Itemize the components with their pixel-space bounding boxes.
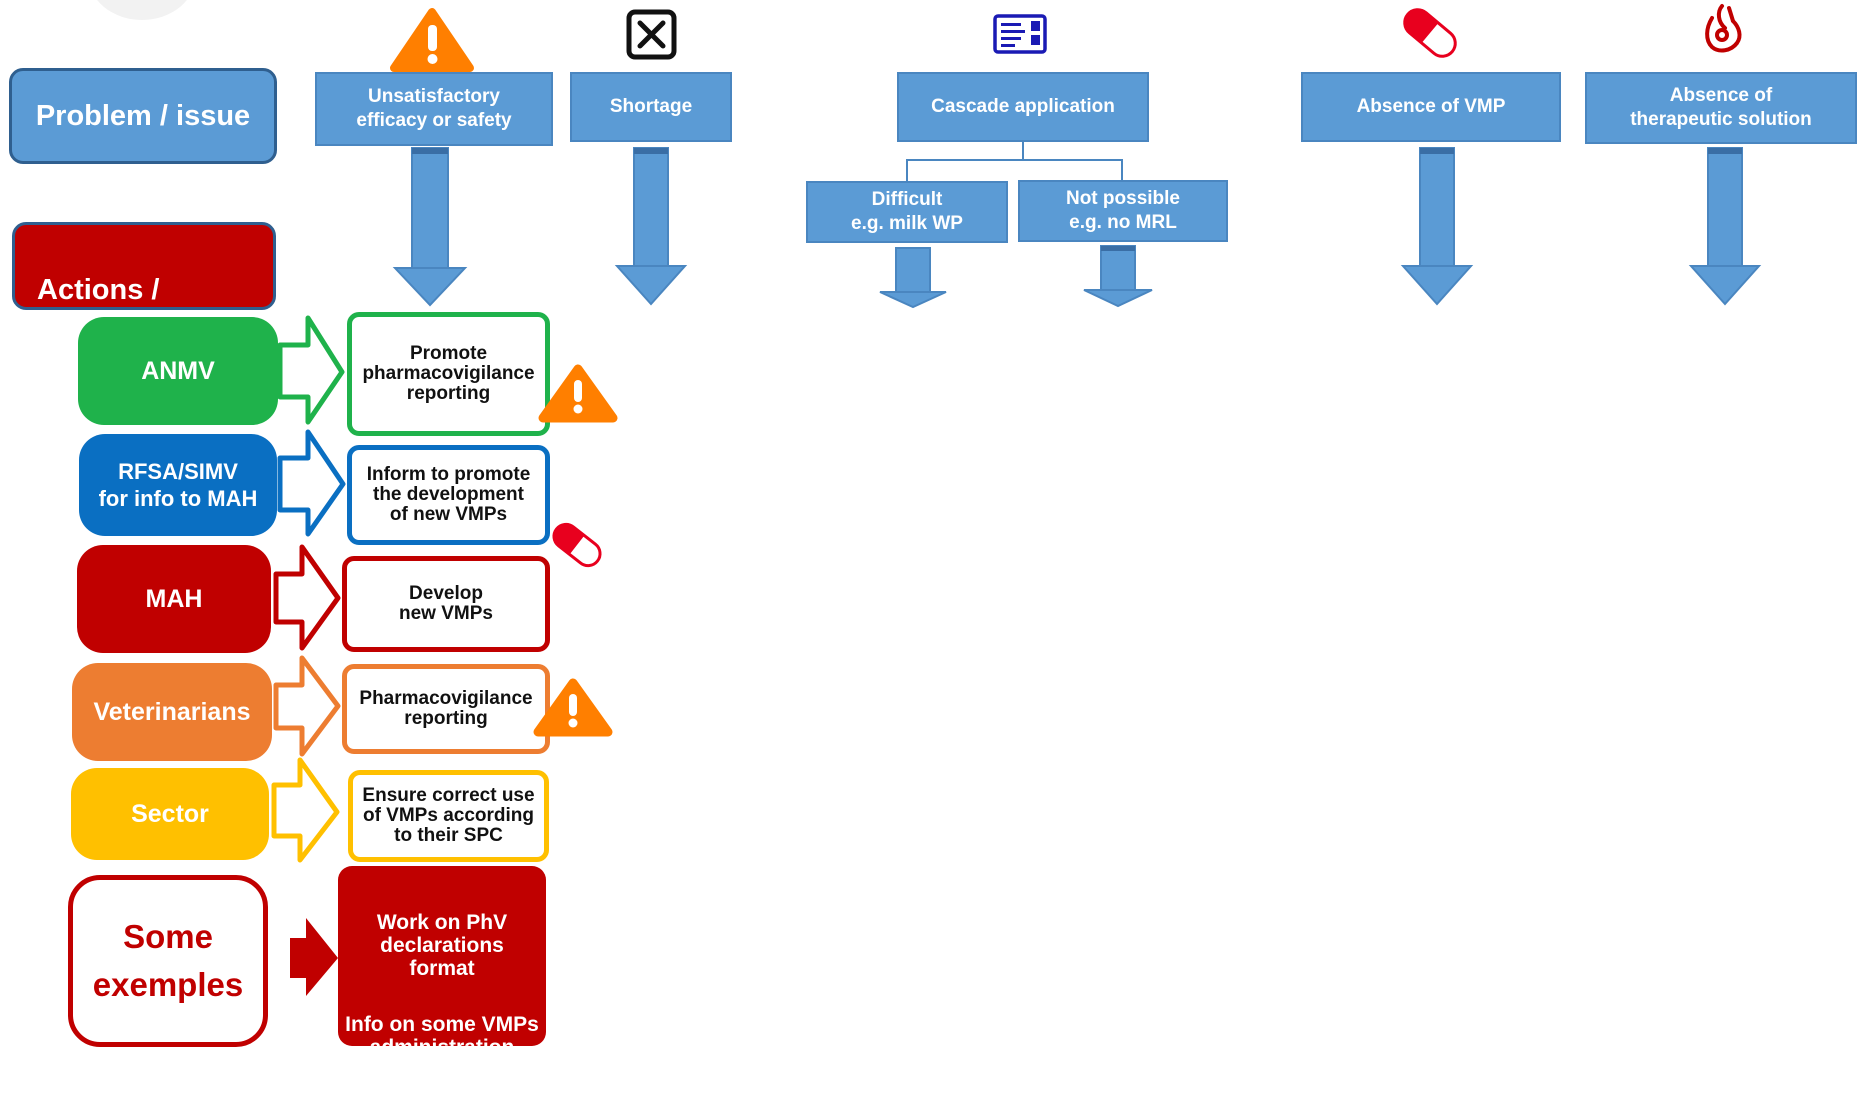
problem-box-absence-vmp: Absence of VMP: [1301, 72, 1561, 142]
problem-label-absence-vmp: Absence of VMP: [1356, 96, 1506, 117]
right-arrow-anmv: [277, 315, 345, 425]
problem-issue-label: Problem / issue: [35, 99, 251, 132]
problem-box-cascade: Cascade application: [897, 72, 1149, 142]
down-arrow-absence-vmp: [1400, 147, 1474, 306]
solution-promote-pv-text: Promote pharmacovigilance reporting: [362, 343, 535, 404]
solution-develop-vmps: Develop new VMPs: [342, 556, 550, 652]
problem-issue-legend: Problem / issue: [9, 68, 277, 164]
examples-label: Some exemples: [92, 918, 244, 1003]
actor-anmv-label: ANMV: [141, 356, 215, 385]
problem-box-shortage: Shortage: [570, 72, 732, 142]
cascade-branch-not-possible: Not possible e.g. no MRL: [1018, 180, 1228, 242]
solution-correct-use: Ensure correct use of VMPs according to …: [348, 770, 549, 862]
examples-label-box: Some exemples: [68, 875, 268, 1047]
problem-label-efficacy-safety: Unsatisfactory efficacy or safety: [356, 86, 512, 131]
example-item-phv-format: Work on PhV declarations format: [376, 911, 508, 980]
actor-rfsa-simv-label: RFSA/SIMV for info to MAH: [98, 459, 258, 511]
right-arrow-sector: [271, 757, 340, 863]
problem-box-efficacy-safety: Unsatisfactory efficacy or safety: [315, 72, 553, 146]
problem-label-absence-therapeutic: Absence of therapeutic solution: [1630, 85, 1812, 130]
solution-pv-reporting-text: Pharmacovigilance reporting: [359, 688, 533, 729]
actor-veterinarians: Veterinarians: [72, 663, 272, 761]
right-arrow-examples: [290, 918, 338, 996]
warning-icon: [533, 678, 613, 737]
close-box-icon: [626, 9, 677, 60]
problem-label-shortage: Shortage: [609, 96, 693, 117]
pill-icon: [1403, 8, 1457, 58]
solution-develop-vmps-text: Develop new VMPs: [399, 583, 493, 624]
problem-box-absence-therapeutic: Absence of therapeutic solution: [1585, 72, 1857, 144]
pill-icon: [552, 522, 602, 568]
cascade-branch-difficult: Difficult e.g. milk WP: [806, 181, 1008, 243]
right-arrow-mah: [273, 544, 341, 651]
cascade-branch-difficult-label: Difficult e.g. milk WP: [851, 189, 963, 234]
actor-mah-label: MAH: [145, 584, 203, 613]
actor-sector: Sector: [71, 768, 269, 860]
actor-veterinarians-label: Veterinarians: [93, 697, 251, 726]
cascade-branch-not-possible-label: Not possible e.g. no MRL: [1065, 188, 1180, 233]
hand-icon: [1705, 4, 1742, 53]
right-arrow-rfsa-simv: [277, 429, 346, 537]
leaflet-icon: [993, 14, 1047, 54]
problem-label-cascade: Cascade application: [931, 96, 1115, 117]
solution-pv-reporting: Pharmacovigilance reporting: [342, 664, 550, 754]
solution-inform-vmps-text: Inform to promote the development of new…: [366, 464, 531, 525]
actor-sector-label: Sector: [131, 799, 209, 828]
warning-icon: [390, 8, 474, 72]
down-arrow-absence-therapeutic: [1688, 147, 1762, 306]
solution-inform-vmps: Inform to promote the development of new…: [347, 445, 550, 545]
right-arrow-veterinarians: [273, 655, 341, 757]
down-arrow-shortage: [614, 147, 688, 306]
diagram-graphics: [271, 4, 1762, 996]
down-arrow-efficacy: [392, 147, 468, 307]
warning-icon: [538, 364, 618, 423]
down-arrow-not-possible: [1083, 245, 1153, 308]
solution-correct-use-text: Ensure correct use of VMPs according to …: [362, 785, 535, 846]
actor-anmv: ANMV: [78, 317, 278, 425]
solution-promote-pv: Promote pharmacovigilance reporting: [347, 312, 550, 436]
actor-rfsa-simv: RFSA/SIMV for info to MAH: [79, 434, 277, 536]
actor-mah: MAH: [77, 545, 271, 653]
down-arrow-difficult: [879, 247, 947, 309]
examples-box: Work on PhV declarations format Info on …: [338, 866, 546, 1082]
cascade-connector: [906, 142, 1123, 181]
